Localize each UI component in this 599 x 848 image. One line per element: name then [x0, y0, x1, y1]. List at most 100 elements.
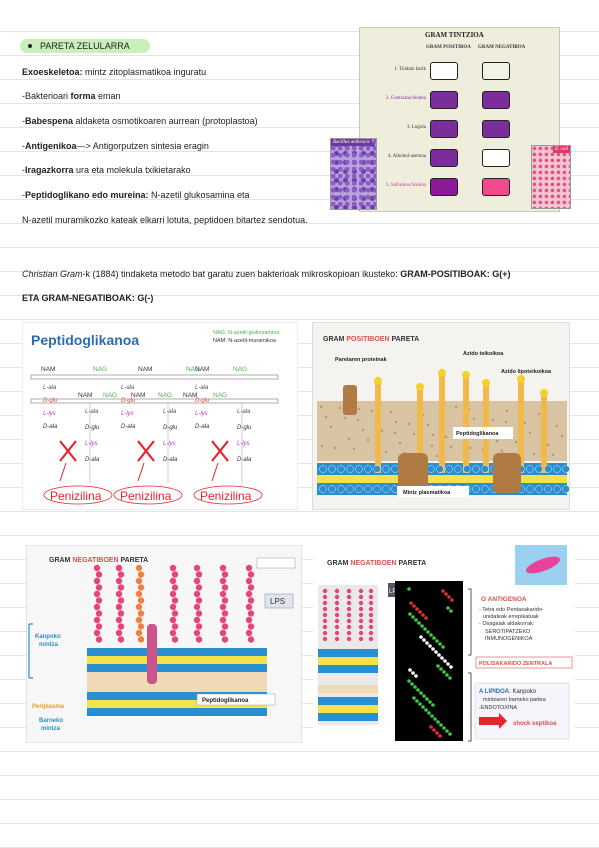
gneg2-arrow-icon	[479, 713, 507, 729]
gpos-protein	[343, 385, 357, 415]
gneg2-atom	[429, 633, 433, 637]
gneg1-sugar-bead	[195, 584, 203, 591]
gneg1-sugar-bead	[219, 564, 227, 572]
gpos-label-lipo: Azido lipoteikoikoa	[501, 369, 552, 375]
gneg2-mini-layer	[318, 705, 378, 713]
pepti-aa-label-b: L-lys	[163, 441, 176, 447]
gpos-title: GRAM POSITIBOEN PARETA	[323, 336, 419, 343]
peptidoglikano-figure: Peptidoglikanoa NAG: N-azetil-glukosamin…	[22, 322, 298, 510]
gneg2-mini-bead	[322, 600, 328, 606]
gpos-teichoic-head	[416, 383, 424, 391]
gpos-texture-dot	[320, 444, 324, 448]
text-line-gram-negatiboak: ETA GRAM-NEGATIBOAK: G(-)	[22, 293, 154, 303]
gram-swatch-pos	[430, 178, 458, 196]
gpos-lipid-head	[526, 485, 534, 493]
gpos-texture-dot	[491, 418, 495, 422]
gneg1-sugar-bead	[117, 610, 125, 617]
gneg1-outer-top	[87, 648, 267, 656]
gneg2-atom	[419, 691, 423, 695]
gpos-label-pepti: Peptidoglikanoa	[456, 431, 499, 437]
gpos-texture-dot	[380, 429, 384, 433]
pepti-aa-label: L-lys	[195, 411, 208, 417]
gram-swatch-neg	[482, 91, 510, 109]
pepti-aa-label-b: D-glu	[85, 425, 100, 431]
penizilina-label: Penizilina	[50, 489, 102, 503]
gneg1-sugar-bead	[137, 571, 145, 578]
gneg2-mini-bead	[346, 612, 352, 618]
gneg1-sugar-bead	[95, 597, 103, 604]
gpos-texture-dot	[357, 407, 361, 411]
penizilina-label: Penizilina	[120, 489, 172, 503]
gneg1-sugar-bead	[193, 603, 201, 611]
text-line-peptidoglikano: -Peptidoglikano edo mureina: N-azetil gl…	[22, 190, 250, 200]
gpos-teichoic-rod	[463, 375, 469, 473]
gpos-lipid-head	[382, 465, 390, 473]
pepti-arrow-icon	[211, 462, 219, 482]
gneg1-sugar-bead	[219, 603, 227, 611]
gpos-lipid-head	[553, 485, 561, 493]
gneg1-sugar-bead	[135, 577, 143, 585]
gneg1-label-barneko-1: Barneko	[39, 718, 63, 724]
gpos-teichoic-rod	[417, 387, 423, 473]
gneg1-label-periplasma: Periplasma	[32, 704, 65, 710]
gneg1-sugar-bead	[95, 584, 103, 591]
pepti-aa-label: L-ala	[43, 385, 57, 391]
pepti-backbone	[30, 374, 279, 380]
gpos-teichoic-head	[462, 371, 470, 379]
pepti-aa-label-b: L-lys	[85, 441, 98, 447]
pepti-aa-label: D-ala	[195, 424, 210, 430]
gpos-lipid-head	[382, 485, 390, 493]
gpos-lipid-head	[373, 485, 381, 493]
gneg2-mini-bead	[358, 588, 364, 594]
gneg1-sugar-bead	[137, 610, 145, 617]
gneg2-atom	[448, 732, 452, 736]
gpos-lipid-head	[562, 465, 570, 473]
pepti-aa-label-b: L-ala	[85, 409, 99, 415]
pepti-aa-label-b: L-lys	[237, 441, 250, 447]
gneg2-label-oanti: O ANTIGENOA	[481, 596, 527, 603]
gneg1-sugar-bead	[135, 616, 143, 624]
gneg2-atom	[445, 729, 449, 733]
gneg2-atom	[443, 659, 447, 663]
gneg1-sugar-bead	[115, 629, 123, 637]
gneg2-label-poli: POLISAKARIDO ZENTRALA	[479, 661, 552, 667]
pepti-sugar-label: NAM	[78, 392, 92, 399]
pepti-aa-label-b: L-ala	[163, 409, 177, 415]
gpos-teichoic-rod	[439, 373, 445, 473]
text-line-nazetil: N-azetil muramikozko kateak elkarri lotu…	[22, 215, 308, 225]
gpos-texture-dot	[537, 412, 541, 416]
gneg2-atom	[445, 673, 449, 677]
gpos-texture-dot	[394, 420, 398, 424]
gneg2-mini-layer	[318, 697, 378, 705]
gneg2-mini-bead	[346, 630, 352, 636]
penizilina-badge	[43, 485, 113, 505]
gneg2-atom	[408, 668, 412, 672]
gram-negative-diagram-2: GRAM NEGATIBOEN PARETA LPS O ANTIGENOA -…	[318, 543, 573, 742]
pepti-aa-label: D-ala	[121, 424, 136, 430]
gpos-lipid-head	[562, 485, 570, 493]
gpos-lipid-head	[364, 485, 372, 493]
gneg2-atom	[431, 703, 435, 707]
gneg2-atom	[407, 679, 411, 683]
gneg2-o-line5: INMUNOGENIKOA	[485, 636, 533, 642]
gneg1-inner-mid	[87, 700, 267, 708]
gneg2-o-line4: SEROTIPATZEKO	[485, 629, 531, 635]
gneg2-atom	[423, 627, 427, 631]
gneg2-mini-bead	[346, 624, 352, 630]
gneg2-mini-bead	[322, 588, 328, 594]
gram-swatch-neg	[482, 149, 510, 167]
gram-row-label: 4. Alkohol-azetona	[387, 154, 426, 159]
gneg2-mini-bead	[358, 624, 364, 630]
gneg2-o-line1: - Tetra edo Pentasakarido-	[479, 607, 544, 613]
gneg2-poli-box	[475, 656, 573, 669]
gram-swatch-pos	[430, 149, 458, 167]
gneg2-mini-layer	[318, 657, 378, 665]
pepti-aa-label: D-ala	[43, 424, 58, 430]
gneg2-atom	[436, 664, 440, 668]
gneg1-outer-mid	[87, 656, 267, 664]
gneg2-mini-layer	[318, 713, 378, 721]
gneg1-sugar-bead	[93, 616, 101, 624]
gpos-texture-dot	[319, 405, 323, 409]
gneg1-sugar-bead	[115, 603, 123, 611]
gpos-texture-dot	[343, 416, 347, 420]
